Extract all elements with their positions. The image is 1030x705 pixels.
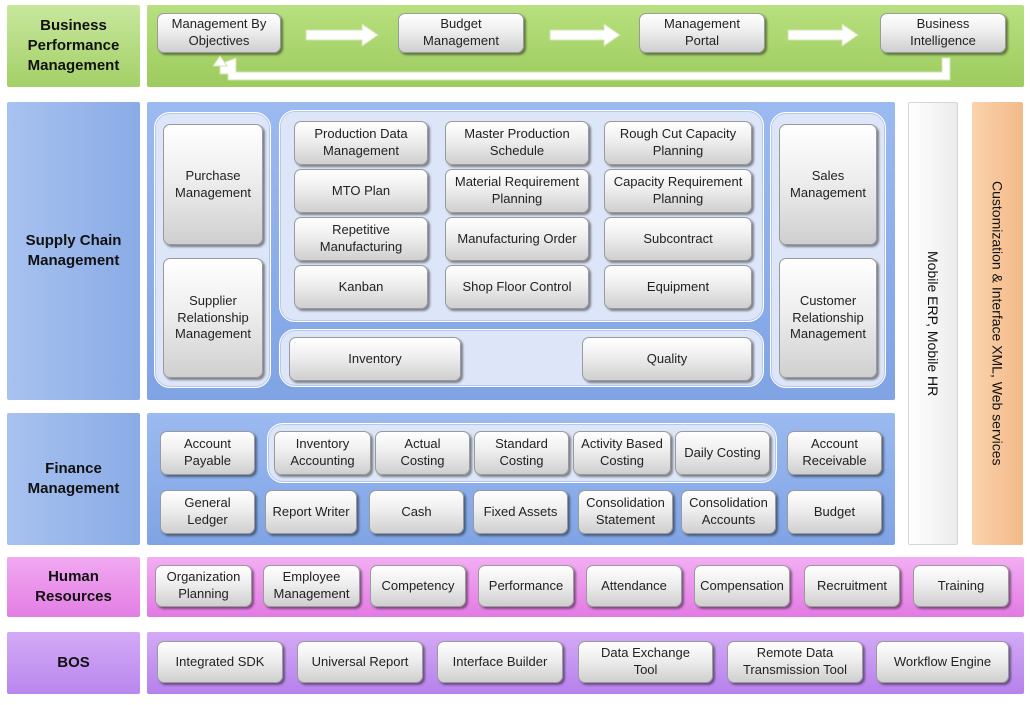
attendance-button[interactable]: Attendance (586, 565, 682, 607)
consolidation-accounts-button[interactable]: Consolidation Accounts (681, 490, 776, 534)
hr-label: Human Resources (7, 557, 140, 617)
customization-label: Customization & Interface XML, Web servi… (989, 181, 1006, 466)
general-ledger-button[interactable]: General Ledger (160, 490, 255, 534)
organization-planning-button[interactable]: Organization Planning (155, 565, 252, 607)
sales-management-button[interactable]: Sales Management (779, 124, 877, 245)
quality-button[interactable]: Quality (582, 337, 752, 381)
integrated-sdk-button[interactable]: Integrated SDK (157, 641, 283, 683)
supplier-relationship-management-button[interactable]: Supplier Relationship Management (163, 258, 263, 378)
remote-data-transmission-tool-button[interactable]: Remote Data Transmission Tool (727, 641, 863, 683)
arrow-up-icon (212, 55, 228, 67)
arrow-right-icon (787, 23, 859, 47)
business-intelligence-button[interactable]: Business Intelligence (880, 13, 1006, 53)
compensation-button[interactable]: Compensation (694, 565, 790, 607)
bos-label: BOS (7, 632, 140, 694)
arrow-right-icon (305, 23, 379, 47)
inventory-accounting-button[interactable]: Inventory Accounting (274, 431, 371, 475)
workflow-engine-button[interactable]: Workflow Engine (876, 641, 1009, 683)
interface-builder-button[interactable]: Interface Builder (437, 641, 563, 683)
material-requirement-planning-button[interactable]: Material Requirement Planning (445, 169, 589, 213)
budget-management-button[interactable]: Budget Management (398, 13, 524, 53)
customization-bar: Customization & Interface XML, Web servi… (972, 102, 1023, 545)
report-writer-button[interactable]: Report Writer (265, 490, 357, 534)
kanban-button[interactable]: Kanban (294, 265, 428, 309)
repetitive-manufacturing-button[interactable]: Repetitive Manufacturing (294, 217, 428, 261)
return-arrow-icon (219, 57, 951, 81)
fixed-assets-button[interactable]: Fixed Assets (473, 490, 568, 534)
training-button[interactable]: Training (913, 565, 1009, 607)
management-portal-button[interactable]: Management Portal (639, 13, 765, 53)
daily-costing-button[interactable]: Daily Costing (675, 431, 770, 475)
cash-button[interactable]: Cash (369, 490, 464, 534)
consolidation-statement-button[interactable]: Consolidation Statement (578, 490, 673, 534)
equipment-button[interactable]: Equipment (604, 265, 752, 309)
flow-arrows (212, 23, 951, 81)
inventory-button[interactable]: Inventory (289, 337, 461, 381)
universal-report-button[interactable]: Universal Report (297, 641, 423, 683)
arrow-right-icon (549, 23, 621, 47)
activity-based-costing-button[interactable]: Activity Based Costing (573, 431, 671, 475)
mobile-erp-label: Mobile ERP, Mobile HR (925, 250, 941, 397)
manufacturing-order-button[interactable]: Manufacturing Order (445, 217, 589, 261)
capacity-requirement-planning-button[interactable]: Capacity Requirement Planning (604, 169, 752, 213)
rough-cut-capacity-planning-button[interactable]: Rough Cut Capacity Planning (604, 121, 752, 165)
recruitment-button[interactable]: Recruitment (804, 565, 900, 607)
standard-costing-button[interactable]: Standard Costing (474, 431, 569, 475)
subcontract-button[interactable]: Subcontract (604, 217, 752, 261)
production-data-management-button[interactable]: Production Data Management (294, 121, 428, 165)
management-by-objectives-button[interactable]: Management By Objectives (157, 13, 281, 53)
employee-management-button[interactable]: Employee Management (263, 565, 360, 607)
competency-button[interactable]: Competency (370, 565, 466, 607)
mto-plan-button[interactable]: MTO Plan (294, 169, 428, 213)
finance-label: Finance Management (7, 413, 140, 545)
master-production-schedule-button[interactable]: Master Production Schedule (445, 121, 589, 165)
data-exchange-tool-button[interactable]: Data Exchange Tool (578, 641, 713, 683)
mobile-erp-bar: Mobile ERP, Mobile HR (908, 102, 958, 545)
account-receivable-button[interactable]: Account Receivable (787, 431, 882, 475)
scm-label: Supply Chain Management (7, 102, 140, 400)
customer-relationship-management-button[interactable]: Customer Relationship Management (779, 258, 877, 378)
budget-button[interactable]: Budget (787, 490, 882, 534)
performance-button[interactable]: Performance (478, 565, 574, 607)
purchase-management-button[interactable]: Purchase Management (163, 124, 263, 245)
shop-floor-control-button[interactable]: Shop Floor Control (445, 265, 589, 309)
account-payable-button[interactable]: Account Payable (160, 431, 255, 475)
actual-costing-button[interactable]: Actual Costing (375, 431, 470, 475)
bpm-label: Business Performance Management (7, 5, 140, 87)
